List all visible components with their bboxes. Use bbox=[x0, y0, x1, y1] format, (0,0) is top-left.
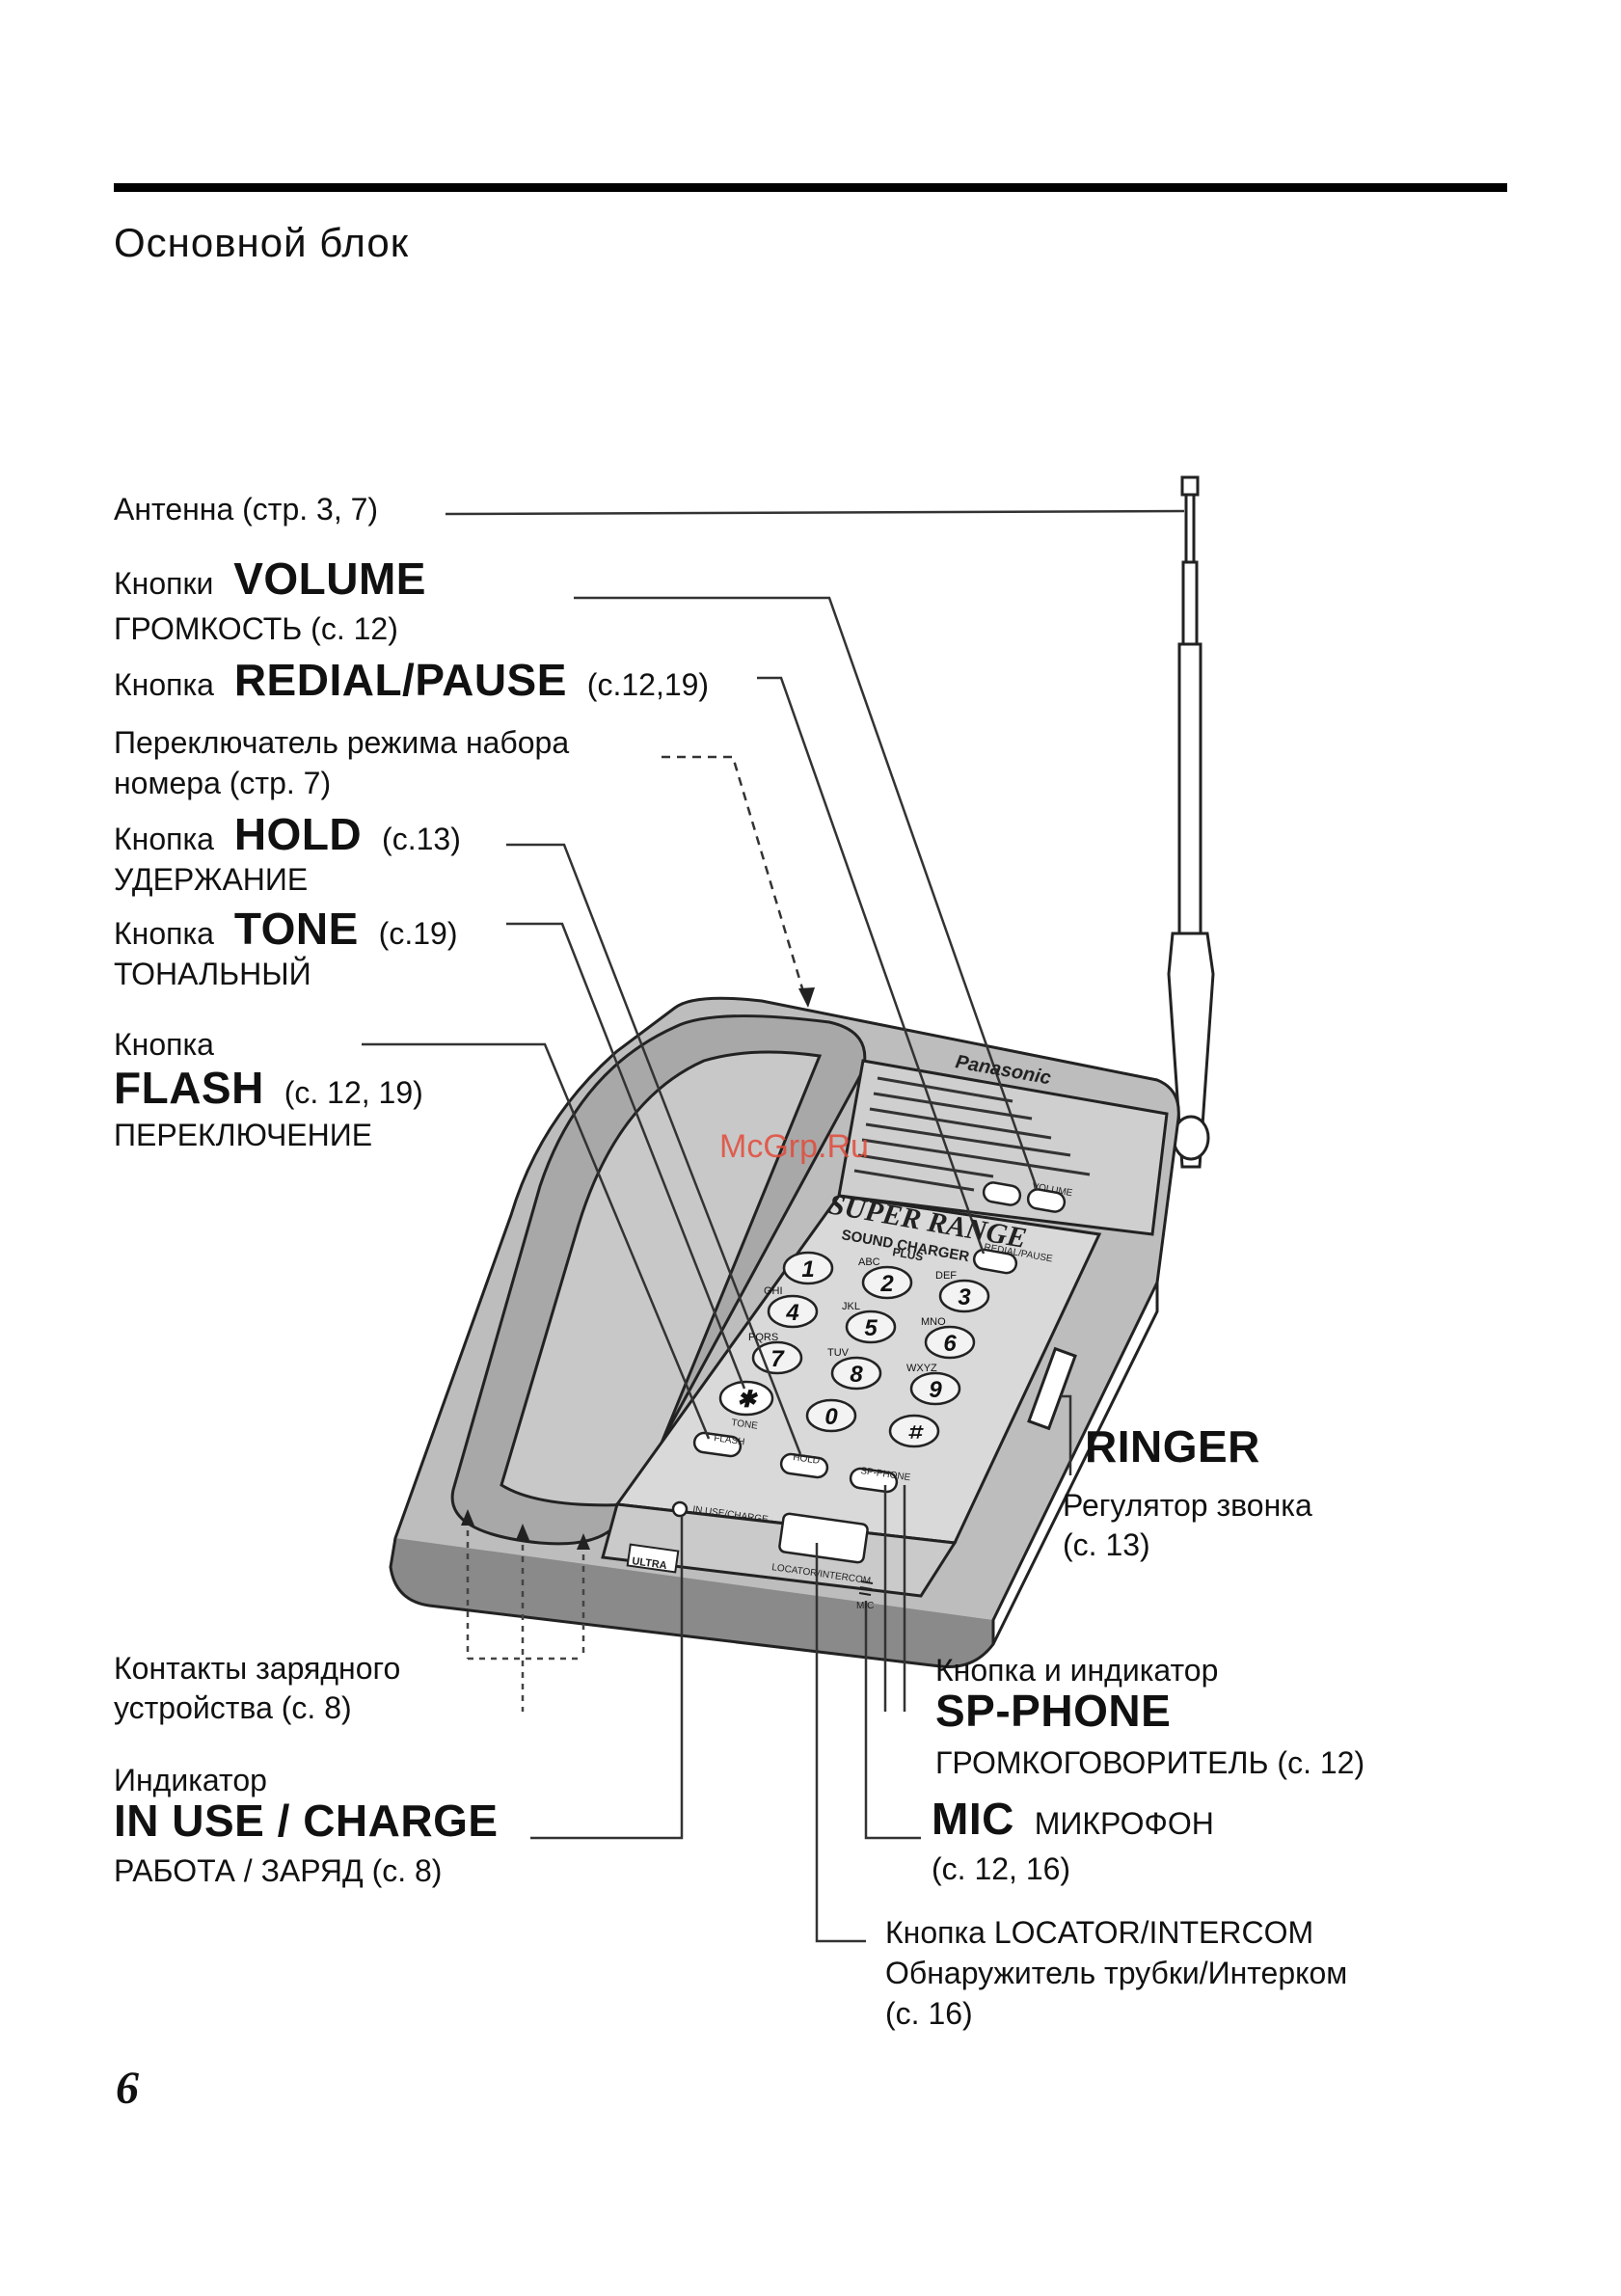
locator-line2: Обнаружитель трубки/Интерком bbox=[885, 1956, 1348, 1990]
keypad-letters-1: ABC bbox=[858, 1256, 880, 1268]
dial-mode-line1: Переключатель режима набора bbox=[114, 725, 570, 760]
keypad-key-5: 6 bbox=[943, 1331, 957, 1357]
charge-contacts-arrows bbox=[461, 1509, 590, 1550]
tone-bold: TONE bbox=[233, 904, 359, 954]
redial-label: Кнопка REDIAL/PAUSE (с.12,19) bbox=[114, 658, 710, 704]
keypad-key-9: ✱ bbox=[737, 1387, 758, 1413]
keypad-key-8: 9 bbox=[929, 1377, 942, 1403]
mic-label: MIC МИКРОФОН bbox=[932, 1796, 1214, 1843]
redial-bold: REDIAL/PAUSE bbox=[233, 655, 567, 705]
locator-line1: Кнопка LOCATOR/INTERCOM bbox=[885, 1915, 1314, 1950]
flash-label: FLASH (с. 12, 19) bbox=[114, 1066, 423, 1112]
volume-buttons bbox=[982, 1181, 1067, 1213]
hold-ref: (с.13) bbox=[382, 822, 461, 856]
ultra-text: ULTRA bbox=[632, 1555, 668, 1572]
page-number: 6 bbox=[116, 2063, 139, 2114]
volume-prefix: Кнопки bbox=[114, 566, 214, 601]
keypad-key-0: 1 bbox=[801, 1256, 814, 1283]
keypad-key-6: 7 bbox=[770, 1346, 785, 1372]
volume-sub: ГРОМКОСТЬ (с. 12) bbox=[114, 611, 398, 646]
keypad-key-3: 4 bbox=[785, 1300, 798, 1326]
keypad-letters-5: MNO bbox=[921, 1316, 946, 1328]
ultra-badge bbox=[626, 1543, 680, 1574]
flash-prefix: Кнопка bbox=[114, 1027, 214, 1062]
hold-sub: УДЕРЖАНИЕ bbox=[114, 862, 309, 897]
function-keys bbox=[692, 1431, 899, 1494]
locator-line3: (с. 16) bbox=[885, 1996, 973, 2031]
redial-prefix: Кнопка bbox=[114, 667, 214, 702]
keypad-letters-7: TUV bbox=[827, 1347, 850, 1359]
tone-key-text: TONE bbox=[731, 1418, 759, 1432]
inuse-prefix: Индикатор bbox=[114, 1763, 267, 1797]
mic-sub: МИКРОФОН bbox=[1034, 1806, 1214, 1841]
keypad-key-10: 0 bbox=[824, 1404, 838, 1430]
top-rule bbox=[114, 183, 1507, 192]
locator-intercom-key bbox=[778, 1512, 869, 1564]
device-sub-logo2: PLUS bbox=[891, 1245, 924, 1263]
mic-grille bbox=[858, 1580, 874, 1596]
leader-lines bbox=[362, 509, 1185, 1943]
redial-ref: (с.12,19) bbox=[586, 667, 710, 702]
keypad-key-11: ⌗ bbox=[907, 1419, 924, 1445]
flash-bold: FLASH bbox=[114, 1063, 264, 1113]
inuse-bold: IN USE / CHARGE bbox=[114, 1796, 499, 1846]
in-use-charge-led bbox=[671, 1500, 689, 1518]
tone-sub: ТОНАЛЬНЫЙ bbox=[114, 957, 311, 991]
flash-ref: (с. 12, 19) bbox=[284, 1075, 423, 1110]
volume-bold: VOLUME bbox=[233, 554, 426, 604]
dial-mode-line2: номера (стр. 7) bbox=[114, 766, 332, 800]
keypad-letters-3: GHI bbox=[764, 1285, 783, 1297]
mic-ref: (с. 12, 16) bbox=[932, 1851, 1071, 1886]
flash-key-text: FLASH bbox=[714, 1433, 745, 1447]
flash-sub: ПЕРЕКЛЮЧЕНИЕ bbox=[114, 1118, 373, 1152]
watermark: McGrp.Ru bbox=[719, 1128, 869, 1165]
keypad bbox=[718, 1251, 990, 1448]
keypad-key-2: 3 bbox=[958, 1284, 971, 1310]
charge-contacts-line1: Контакты зарядного bbox=[114, 1651, 401, 1686]
antenna bbox=[1167, 475, 1215, 1169]
ringer-bold: RINGER bbox=[1085, 1421, 1260, 1472]
keypad-key-1: 2 bbox=[879, 1271, 894, 1297]
ringer-sub2: (с. 13) bbox=[1063, 1527, 1150, 1562]
spphone-sub: ГРОМКОГОВОРИТЕЛЬ (с. 12) bbox=[935, 1745, 1365, 1780]
speaker-grille bbox=[853, 1076, 1091, 1192]
dial-mode-arrow bbox=[798, 987, 815, 1008]
keypad-letters-4: JKL bbox=[842, 1301, 860, 1312]
volume-label: Кнопки VOLUME bbox=[114, 556, 426, 603]
charge-contacts-line2: устройства (с. 8) bbox=[114, 1690, 352, 1725]
mic-key-text: MIC bbox=[856, 1601, 874, 1611]
ringer-sub1: Регулятор звонка bbox=[1063, 1488, 1312, 1523]
hold-key-text: HOLD bbox=[793, 1452, 821, 1467]
keypad-letters-2: DEF bbox=[935, 1270, 957, 1282]
keypad-key-7: 8 bbox=[850, 1362, 863, 1388]
dial-mode-leader bbox=[662, 755, 807, 999]
keypad-letters-6: PQRS bbox=[748, 1332, 778, 1343]
hold-label: Кнопка HOLD (с.13) bbox=[114, 812, 461, 858]
redial-pause-key bbox=[972, 1248, 1018, 1275]
page-title: Основной блок bbox=[114, 220, 410, 265]
inuse-sub: РАБОТА / ЗАРЯД (с. 8) bbox=[114, 1853, 443, 1888]
spphone-prefix: Кнопка и индикатор bbox=[935, 1653, 1219, 1688]
keypad-key-4: 5 bbox=[864, 1315, 878, 1341]
mic-bold: MIC bbox=[932, 1794, 1014, 1844]
hold-bold: HOLD bbox=[233, 809, 363, 859]
tone-label: Кнопка TONE (с.19) bbox=[114, 906, 458, 953]
tone-prefix: Кнопка bbox=[114, 916, 214, 951]
hold-prefix: Кнопка bbox=[114, 822, 214, 856]
spphone-bold: SP-PHONE bbox=[935, 1686, 1172, 1736]
antenna-label: Антенна (стр. 3, 7) bbox=[114, 492, 379, 527]
tone-ref: (с.19) bbox=[378, 916, 458, 951]
charge-contacts-indicators bbox=[466, 1519, 585, 1712]
keypad-letters-8: WXYZ bbox=[906, 1363, 937, 1374]
